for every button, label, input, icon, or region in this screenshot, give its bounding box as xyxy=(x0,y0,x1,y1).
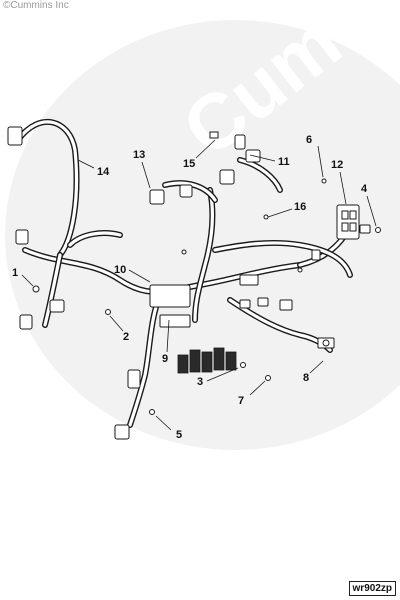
bolt-7 xyxy=(265,375,271,381)
connector-top-left xyxy=(7,126,23,146)
clip-15 xyxy=(234,134,246,150)
callout-7: 7 xyxy=(238,395,244,407)
callout-14: 14 xyxy=(97,166,110,178)
connector-left-mid xyxy=(15,229,29,245)
bolt-5 xyxy=(149,409,155,415)
callout-10: 10 xyxy=(114,264,126,276)
callouts: 1 2 3 4 5 6 7 8 9 10 11 12 13 14 15 16 xyxy=(12,134,368,441)
bolt-3 xyxy=(240,362,246,368)
watermark: Cummins xyxy=(5,0,400,450)
connectors xyxy=(7,126,381,440)
callout-11: 11 xyxy=(278,156,290,168)
connector-12 xyxy=(336,204,360,240)
screw-15 xyxy=(209,131,219,139)
screw-4 xyxy=(375,227,381,233)
connector-left-low xyxy=(19,314,33,330)
callout-15: 15 xyxy=(183,158,195,170)
callout-3: 3 xyxy=(197,376,203,388)
connector-left-bracket xyxy=(49,299,65,313)
bolt-1 xyxy=(32,285,40,293)
figure-id-label: wr902zp xyxy=(348,581,396,596)
callout-2: 2 xyxy=(123,331,129,343)
connector-13 xyxy=(149,189,165,205)
callout-4: 4 xyxy=(361,183,368,195)
harness-trunks xyxy=(15,118,353,428)
callout-5: 5 xyxy=(176,429,182,441)
callout-9: 9 xyxy=(162,353,168,365)
callout-16: 16 xyxy=(294,201,306,213)
copyright-text: ©Cummins Inc xyxy=(3,0,69,11)
screw-16 xyxy=(263,214,269,220)
callout-13: 13 xyxy=(133,149,145,161)
bolt-2 xyxy=(105,309,111,315)
callout-8: 8 xyxy=(303,372,309,384)
module-10 xyxy=(149,284,191,308)
callout-12: 12 xyxy=(331,159,343,171)
leader-lines xyxy=(21,139,377,431)
screw-6 xyxy=(321,178,327,184)
connector-lower-mid xyxy=(127,369,141,389)
connector-bottom xyxy=(114,424,130,440)
callout-6: 6 xyxy=(306,134,312,146)
callout-1: 1 xyxy=(12,267,18,279)
